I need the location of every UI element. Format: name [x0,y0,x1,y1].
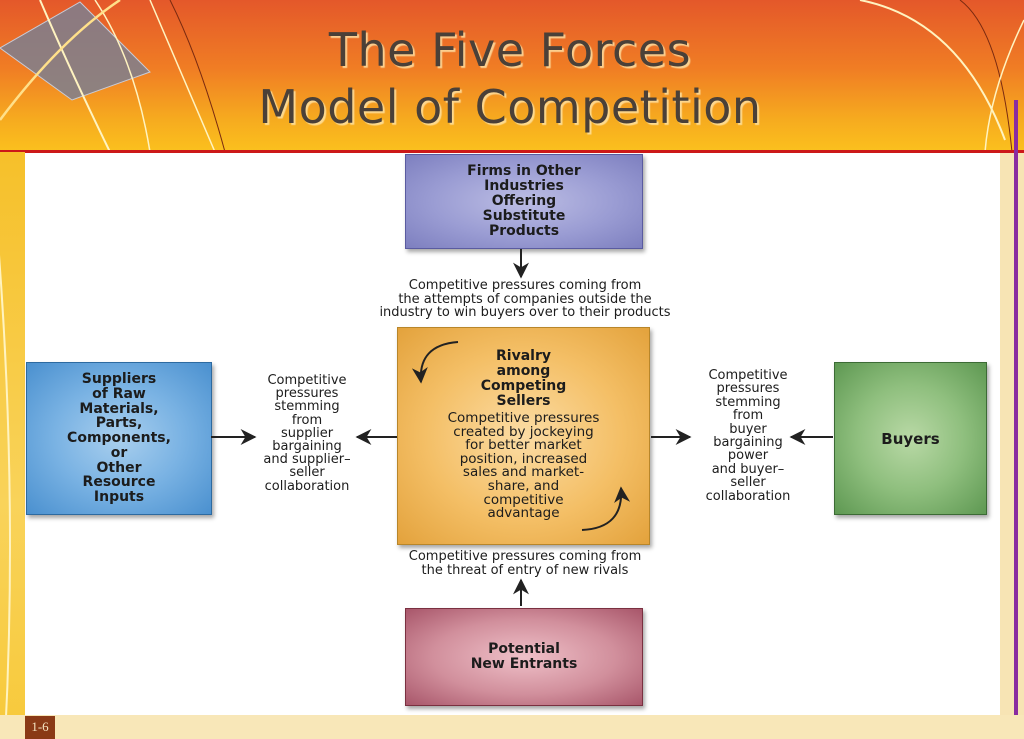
slide-title: The Five Forces Model of Competition [180,22,840,136]
suppliers-label: Suppliers of Raw Materials, Parts, Compo… [67,370,171,506]
title-divider [0,150,1024,153]
buyers-box: Buyers [834,362,987,515]
substitute-products-box: Firms in Other Industries Offering Subst… [405,154,643,249]
rivalry-title: Rivalry among Competing Sellers [480,348,567,409]
rivalry-description: Competitive pressures created by jockeyi… [447,410,600,522]
page-number: 1-6 [25,716,55,739]
banner-decoration [0,0,1024,153]
buyer-pressure-label: Competitive pressures stemming from buye… [705,368,791,504]
right-accent-line [1014,100,1018,739]
entrants-pressure-label: Competitive pressures coming from the th… [408,549,642,578]
new-entrants-label: Potential New Entrants [470,641,578,672]
rivalry-box: Rivalry among Competing Sellers Competit… [397,327,650,545]
title-banner: The Five Forces Model of Competition [0,0,1024,153]
right-margin [1001,153,1014,739]
supplier-pressure-label: Competitive pressures stemming from supp… [263,373,351,494]
buyers-label: Buyers [881,429,940,448]
substitute-products-label: Firms in Other Industries Offering Subst… [467,163,581,239]
suppliers-box: Suppliers of Raw Materials, Parts, Compo… [26,362,212,515]
title-line-2: Model of Competition [258,80,762,134]
left-margin-band [0,152,25,739]
substitutes-pressure-label: Competitive pressures coming from the at… [379,278,671,321]
title-line-1: The Five Forces [328,23,692,77]
new-entrants-box: Potential New Entrants [405,608,643,706]
footer-band [0,715,1024,739]
